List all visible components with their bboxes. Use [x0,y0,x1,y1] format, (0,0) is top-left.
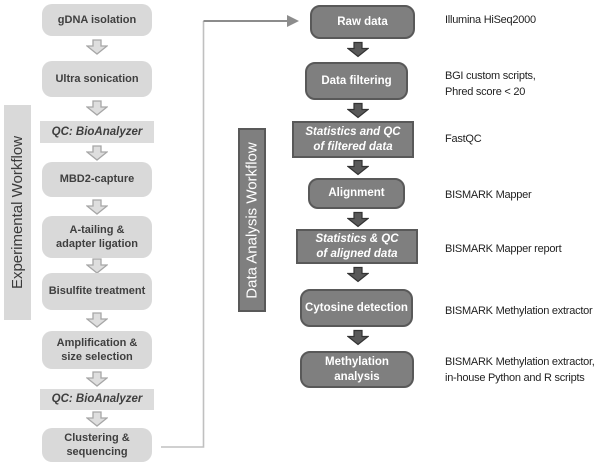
analysis-step-data-filtering: Data filtering [305,62,408,100]
down-arrow-icon [86,258,108,274]
tool-annotation-bismark-methylation-extractor: BISMARK Methylation extractor [445,305,593,317]
tool-annotation-python-r-scripts: BISMARK Methylation extractor, in-house … [445,356,595,384]
exp-step-qc-bioanalyzer-2: QC: BioAnalyzer [40,389,154,410]
experimental-workflow-title: Experimental Workflow [9,135,27,290]
data-analysis-workflow-title: Data Analysis Workflow [243,141,261,299]
down-arrow-icon [347,102,369,119]
exp-step-atailing-adapter-ligation: A-tailing & adapter ligation [42,216,152,258]
analysis-step-stats-qc-aligned: Statistics & QC of aligned data [296,229,418,264]
down-arrow-icon [86,39,108,55]
tool-annotation-fastqc: FastQC [445,133,482,145]
down-arrow-icon [347,159,369,176]
exp-step-qc-bioanalyzer-1: QC: BioAnalyzer [40,121,154,143]
exp-step-mbd2-capture: MBD2-capture [42,162,152,197]
tool-annotation-bgi-scripts: BGI custom scripts, Phred score < 20 [445,70,536,98]
down-arrow-icon [347,266,369,283]
down-arrow-icon [86,312,108,328]
experimental-workflow-label: Experimental Workflow [4,105,31,320]
down-arrow-icon [347,41,369,58]
down-arrow-icon [86,371,108,387]
exp-step-amplification-size-selection: Amplification & size selection [42,331,152,369]
tool-annotation-bismark-mapper-report: BISMARK Mapper report [445,243,562,255]
analysis-step-raw-data: Raw data [310,5,415,39]
exp-step-clustering-sequencing: Clustering & sequencing [42,428,152,462]
tool-annotation-bismark-mapper: BISMARK Mapper [445,189,532,201]
exp-step-bisulfite-treatment: Bisulfite treatment [42,273,152,310]
down-arrow-icon [347,329,369,346]
down-arrow-icon [347,211,369,228]
down-arrow-icon [86,199,108,215]
analysis-step-alignment: Alignment [308,178,405,209]
down-arrow-icon [86,145,108,161]
down-arrow-icon [86,100,108,116]
analysis-step-methylation-analysis: Methylation analysis [300,351,414,388]
exp-step-gdna-isolation: gDNA isolation [42,4,152,36]
data-analysis-workflow-label: Data Analysis Workflow [238,128,266,312]
down-arrow-icon [86,411,108,427]
analysis-step-stats-qc-filtered: Statistics and QC of filtered data [292,121,414,158]
analysis-step-cytosine-detection: Cytosine detection [300,289,413,327]
tool-annotation-illumina: Illumina HiSeq2000 [445,14,536,26]
exp-step-ultra-sonication: Ultra sonication [42,61,152,97]
